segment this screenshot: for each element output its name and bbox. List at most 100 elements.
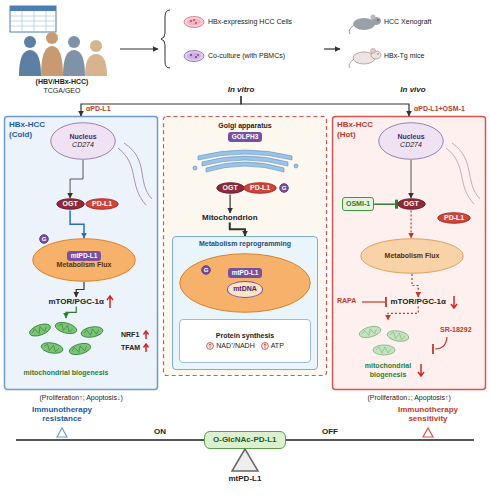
pathway-label: mTOR/PGC-1α	[49, 297, 104, 307]
glycan-mark: G	[39, 234, 49, 244]
pathway-label-text: mTOR/PGC-1α	[49, 297, 104, 307]
node-outline-shape	[51, 123, 116, 160]
glycan-mark-text: G	[204, 265, 209, 275]
output-box-text: NAD⁺/NADH	[206, 342, 255, 350]
connector	[70, 210, 84, 238]
inhibition-lines	[362, 297, 447, 354]
in-vivo-group-text: In vivo	[400, 85, 425, 95]
connector	[70, 160, 83, 198]
node-outline-shape	[280, 184, 289, 193]
annotation-label: (Proliferation↑; Apoptosis↓)	[40, 394, 123, 402]
in-vitro-group-text: In vitro	[228, 85, 255, 95]
co-culture-model: Co-culture (with PBMCs)	[180, 42, 320, 70]
connector	[66, 307, 76, 318]
connector	[388, 307, 418, 320]
cohort-panel: (HBV/HBx-HCC)TCGA/GEO	[4, 2, 120, 96]
organelle-label: Mitochondrion	[202, 213, 258, 223]
node-outline-shape	[40, 235, 49, 244]
annotation-label: mtPD-L1	[229, 474, 262, 484]
glycan-mark: G	[279, 183, 289, 193]
switch-box: O-GlcNAc-PD-L1	[204, 431, 286, 449]
pd-l1-protein: PD-L1	[437, 212, 471, 224]
pathway-label: mTOR/PGC-1α	[391, 297, 446, 307]
hot-panel-text: HBx-HCC (Hot)	[337, 120, 383, 139]
pathway-label-text: mTOR/PGC-1α	[391, 297, 446, 307]
nucleus-text: CD274	[72, 141, 94, 149]
output-box: Protein synthesisNAD⁺/NADH ATP	[179, 319, 311, 363]
connector	[411, 160, 412, 198]
ogt-enzyme: OGT	[56, 198, 85, 210]
node-outline-shape	[202, 266, 211, 275]
biogenesis-group: mitochondrial biogenesis	[18, 318, 114, 378]
panel-grounds	[5, 117, 486, 390]
connector	[374, 203, 396, 205]
edge-label: αPD-L1	[85, 105, 112, 113]
metabolism-box: Metabolism reprogrammingmtPD-L1mtDNAGPro…	[172, 236, 318, 370]
glycan-mark-text: G	[42, 234, 47, 244]
annotation-label: RAPA	[337, 297, 356, 305]
output-box-text: Protein synthesis	[180, 332, 310, 340]
connector	[229, 194, 230, 213]
cell-model: HBx-expressing HCC Cells	[180, 8, 320, 36]
golgi-stacks	[193, 150, 298, 172]
output-box-text: ATP	[261, 342, 284, 350]
pd-l1-protein: PD-L1	[85, 198, 119, 210]
annotation-label: NRF1	[121, 331, 139, 339]
annotation-label: Immunotherapy sensitivity	[391, 405, 465, 423]
nucleus-text: Nucleus	[69, 133, 96, 141]
co-culture-model-text: Co-culture (with PBMCs)	[208, 52, 285, 60]
connector	[230, 223, 245, 236]
node-outline-shape	[397, 199, 425, 210]
annotation-label: TFAM	[121, 344, 140, 352]
node-outline-shape	[180, 254, 311, 313]
mitochondrion-text: Metabolism Flux	[57, 261, 112, 269]
dataset-icon	[10, 6, 56, 32]
mitochondrion-text: Metabolism Flux	[385, 252, 440, 260]
inhibitor-box-text: OSMI-1	[346, 200, 370, 208]
pd-l1-protein-text: PD-L1	[250, 184, 270, 192]
xenograft-model: HCC Xenograft	[344, 8, 482, 36]
biogenesis-group: mitochondrial biogenesis	[346, 320, 430, 380]
balance-seesaw	[16, 428, 474, 471]
switch-box-text: O-GlcNAc-PD-L1	[213, 435, 277, 445]
mouse-icon	[349, 15, 381, 69]
node-outline-shape	[33, 239, 136, 282]
connector	[81, 96, 241, 116]
connector	[76, 282, 84, 297]
inhibitor-box: OSMI-1	[342, 197, 374, 211]
connector	[324, 48, 340, 49]
connector	[120, 48, 158, 49]
biogenesis-group-text: mitochondrial biogenesis	[346, 362, 430, 379]
node-outline-shape	[86, 199, 119, 210]
ogt-enzyme: OGT	[397, 198, 426, 210]
organelle-label-text: Mitochondrion	[202, 213, 258, 223]
ogt-enzyme-text: OGT	[404, 200, 419, 208]
cell-model-text: HBx-expressing HCC Cells	[208, 18, 292, 26]
culture-dish	[184, 17, 204, 62]
mitochondrion-text: mtPD-L1	[228, 268, 263, 278]
mitochondrion: mtPD-L1Metabolism Flux	[32, 238, 136, 282]
in-vivo-group: In vivoHCC XenograftHBx-Tg mice	[340, 2, 486, 96]
cohort-panel-text: TCGA/GEO	[44, 87, 81, 95]
node-outline-shape	[361, 239, 464, 274]
edge-label: αPD-L1+OSM-1	[413, 105, 466, 113]
xenograft-model-text: HCC Xenograft	[384, 18, 431, 26]
annotation-label: ON	[154, 427, 166, 437]
golgi: Golgi apparatusGOLPH3OGTPD-L1G	[178, 122, 312, 198]
annotation-label: (Proliferation↓; Apoptosis↑)	[368, 394, 451, 402]
nucleus: NucleusCD274	[378, 122, 444, 160]
node-outline-shape	[379, 123, 444, 160]
golgi-text: Golgi apparatus	[218, 122, 271, 130]
pd-l1-protein-text: PD-L1	[92, 200, 112, 208]
node-outline-shape	[244, 183, 277, 194]
ogt-enzyme: OGT	[216, 182, 245, 194]
mitochondrion: Metabolism Flux	[360, 238, 464, 274]
patient-figures	[19, 32, 107, 76]
annotation-label: OFF	[322, 427, 338, 437]
connector	[410, 210, 411, 238]
in-vitro-group: In vitro HBx-expressing HCC CellsCo-cultu…	[158, 2, 324, 96]
pd-l1-protein: PD-L1	[243, 182, 277, 194]
mitochondrion-text: mtPD-L1	[67, 251, 102, 261]
connector	[412, 274, 418, 297]
node-outline-shape	[216, 183, 244, 194]
